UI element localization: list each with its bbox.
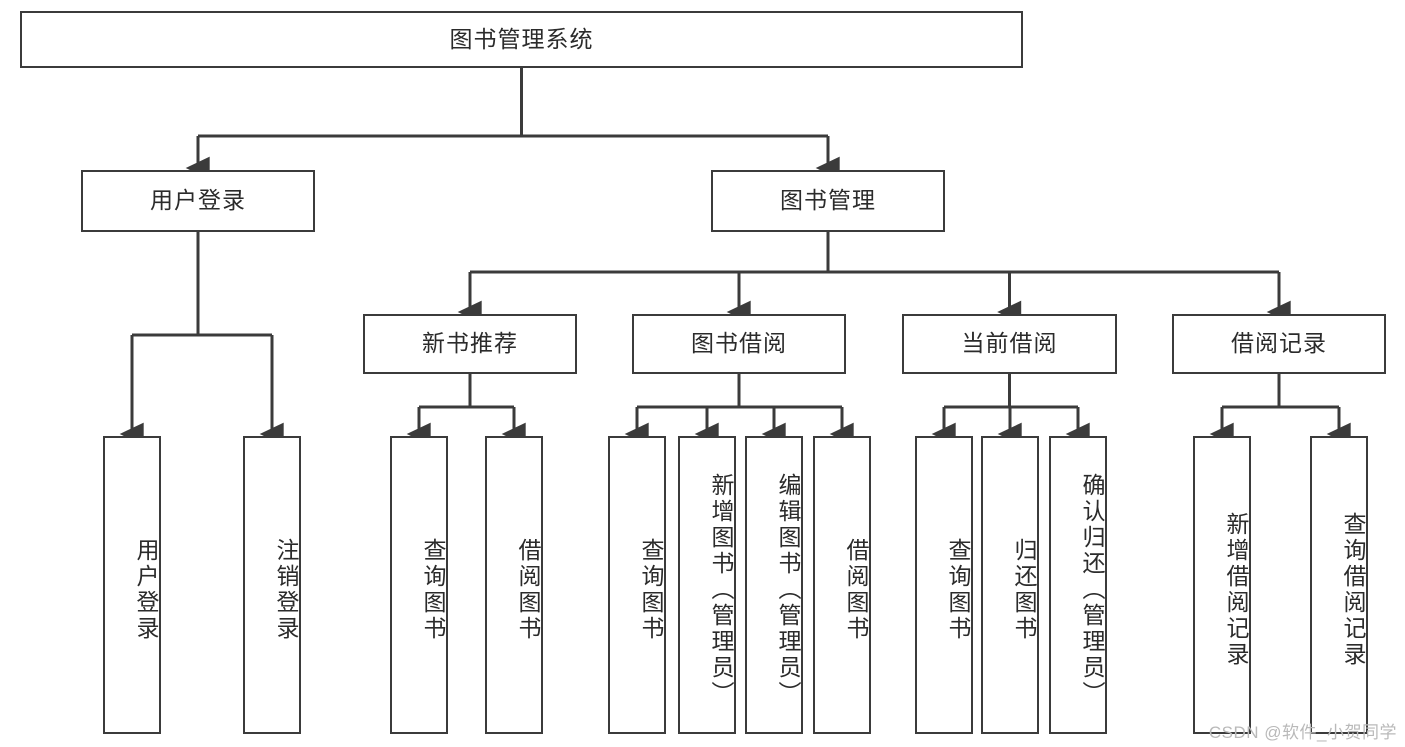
node-label: 图书借阅 bbox=[691, 330, 787, 357]
leaf-user-login[interactable]: 用户登录 bbox=[103, 436, 161, 734]
leaf-confirm-return[interactable]: 确认归还（管理员） bbox=[1049, 436, 1107, 734]
leaf-borrow-book-2[interactable]: 借阅图书 bbox=[813, 436, 871, 734]
leaf-query-book-3[interactable]: 查询图书 bbox=[915, 436, 973, 734]
node-user-login[interactable]: 用户登录 bbox=[81, 170, 315, 232]
leaf-borrow-book-1[interactable]: 借阅图书 bbox=[485, 436, 543, 734]
node-label: 确认归还（管理员） bbox=[1079, 473, 1105, 707]
leaf-return-book[interactable]: 归还图书 bbox=[981, 436, 1039, 734]
node-label: 查询图书 bbox=[945, 538, 971, 642]
node-root-system[interactable]: 图书管理系统 bbox=[20, 11, 1023, 68]
node-label: 用户登录 bbox=[133, 538, 159, 642]
node-label: 图书管理系统 bbox=[449, 25, 594, 52]
leaf-add-borrow-record[interactable]: 新增借阅记录 bbox=[1193, 436, 1251, 734]
node-label: 新增图书（管理员） bbox=[708, 473, 734, 707]
node-current-borrow[interactable]: 当前借阅 bbox=[902, 314, 1117, 374]
leaf-query-borrow-record[interactable]: 查询借阅记录 bbox=[1310, 436, 1368, 734]
leaf-query-book-2[interactable]: 查询图书 bbox=[608, 436, 666, 734]
node-label: 新增借阅记录 bbox=[1223, 512, 1249, 668]
node-book-borrow[interactable]: 图书借阅 bbox=[632, 314, 846, 374]
node-label: 查询图书 bbox=[638, 538, 664, 642]
node-label: 借阅图书 bbox=[843, 538, 869, 642]
node-label: 借阅图书 bbox=[515, 538, 541, 642]
leaf-add-book[interactable]: 新增图书（管理员） bbox=[678, 436, 736, 734]
csdn-watermark: CSDN @软件_小贺同学 bbox=[1208, 723, 1397, 742]
node-label: 编辑图书（管理员） bbox=[775, 473, 801, 707]
node-label: 注销登录 bbox=[273, 538, 299, 642]
leaf-edit-book[interactable]: 编辑图书（管理员） bbox=[745, 436, 803, 734]
node-label: 当前借阅 bbox=[961, 330, 1058, 357]
leaf-query-book-1[interactable]: 查询图书 bbox=[390, 436, 448, 734]
node-label: 查询图书 bbox=[420, 538, 446, 642]
leaf-logout[interactable]: 注销登录 bbox=[243, 436, 301, 734]
node-label: 归还图书 bbox=[1011, 538, 1037, 642]
node-label: 图书管理 bbox=[780, 187, 876, 214]
node-label: 借阅记录 bbox=[1231, 330, 1327, 357]
node-new-book-recommend[interactable]: 新书推荐 bbox=[363, 314, 577, 374]
node-label: 新书推荐 bbox=[422, 330, 518, 357]
node-borrow-record[interactable]: 借阅记录 bbox=[1172, 314, 1386, 374]
node-book-manage[interactable]: 图书管理 bbox=[711, 170, 945, 232]
node-label: 用户登录 bbox=[150, 187, 246, 214]
node-label: 查询借阅记录 bbox=[1340, 512, 1366, 668]
